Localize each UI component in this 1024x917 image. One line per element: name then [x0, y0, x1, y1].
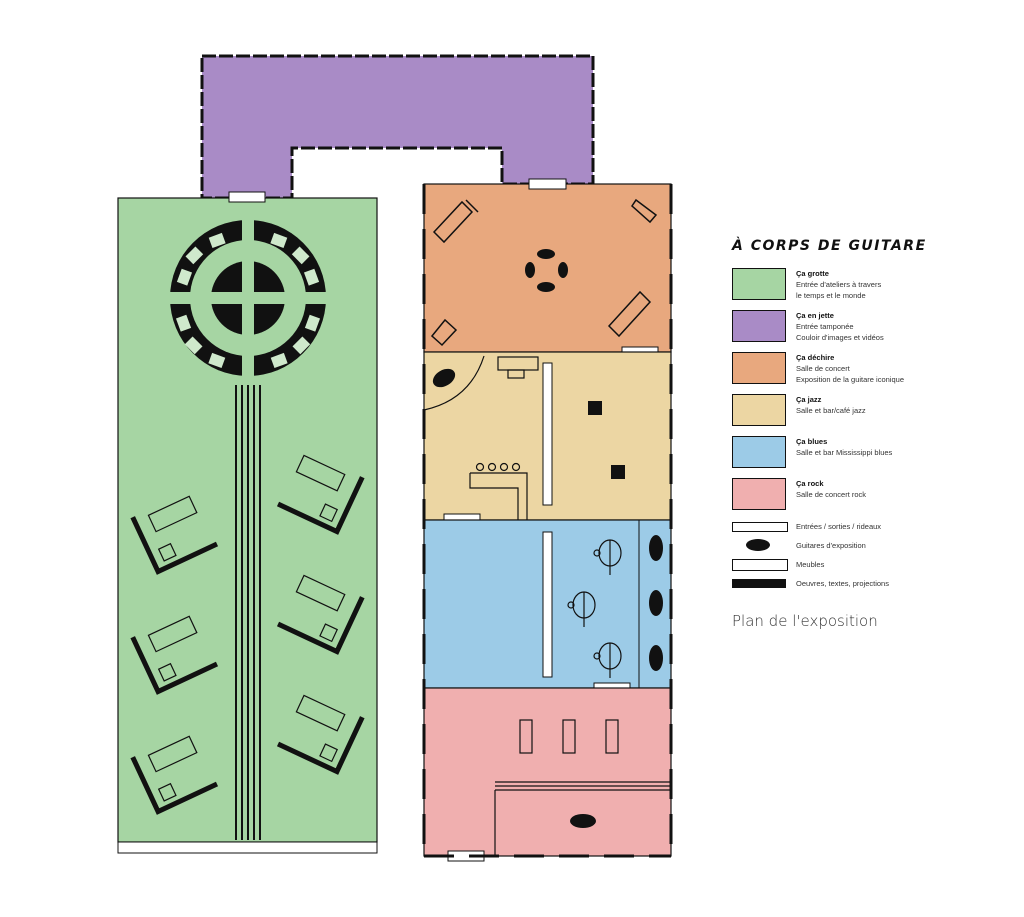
blues-partition — [542, 531, 553, 678]
zone-ca-rock — [423, 687, 672, 857]
legend-zone-desc: Entrée tamponée — [796, 322, 854, 331]
jazz-stage-arc — [423, 355, 485, 411]
jazz-guitar — [432, 368, 456, 388]
orange-seating — [430, 198, 658, 347]
legend: À CORPS DE GUITARE — [732, 238, 1012, 268]
blues-guitars — [649, 535, 663, 671]
legend-symbol-label: Oeuvres, textes, projections — [796, 579, 889, 588]
legend-zone-name: Ça en jette — [796, 311, 834, 320]
green-exit-door — [117, 841, 378, 854]
blues-bar-tables — [567, 539, 622, 678]
legend-symbol-item: Meubles — [732, 558, 1012, 572]
legend-zone-desc: Exposition de la guitare iconique — [796, 375, 904, 384]
legend-zone-desc: Salle de concert — [796, 364, 850, 373]
legend-zone-name: Ça jazz — [796, 395, 822, 404]
legend-title: À CORPS DE GUITARE — [732, 238, 927, 254]
legend-zone-desc: le temps et le monde — [796, 291, 866, 300]
walls — [422, 184, 673, 858]
orange-entrance-door — [528, 178, 567, 190]
legend-symbol-item: Entrées / sorties / rideaux — [732, 520, 1012, 534]
workshop-desks — [130, 454, 365, 815]
jazz-artwork — [588, 401, 602, 415]
rock-guitar — [570, 814, 596, 828]
legend-swatch — [732, 436, 786, 468]
iconic-guitar-display — [525, 249, 568, 292]
rock-furniture — [494, 719, 671, 856]
black-bar-icon — [732, 579, 786, 588]
zone-ca-dechire — [423, 183, 672, 353]
legend-zone-desc: Salle de concert rock — [796, 490, 867, 499]
legend-swatch — [732, 478, 786, 510]
jazz-bar — [469, 356, 539, 520]
black-oval-icon — [746, 539, 770, 551]
jazz-partition — [542, 362, 553, 506]
legend-zone-name: Ça rock — [796, 479, 824, 488]
white-bar-icon — [732, 522, 788, 532]
legend-zone-name: Ça déchire — [796, 353, 835, 362]
legend-zone-desc: Salle et bar/café jazz — [796, 406, 866, 415]
circular-installation — [165, 215, 331, 380]
legend-symbol-item: Guitares d'exposition — [732, 539, 1012, 553]
legend-zone-name: Ça grotte — [796, 269, 829, 278]
legend-zone-desc: Entrée d'ateliers à travers — [796, 280, 882, 289]
legend-swatch — [732, 310, 786, 342]
zone-ca-en-jette — [200, 54, 595, 200]
vertical-lines — [235, 385, 261, 840]
legend-swatch — [732, 268, 786, 300]
legend-swatch — [732, 352, 786, 384]
legend-zone-desc: Couloir d'images et vidéos — [796, 333, 884, 342]
white-rect-icon — [732, 559, 788, 571]
legend-zone-desc: Salle et bar Mississippi blues — [796, 448, 893, 457]
legend-symbol-label: Meubles — [796, 560, 825, 569]
legend-symbol-label: Guitares d'exposition — [796, 541, 866, 550]
legend-zone-name: Ça blues — [796, 437, 828, 446]
caption: Plan de l'exposition — [732, 612, 878, 630]
jazz-artwork — [611, 465, 625, 479]
legend-symbol-item: Oeuvres, textes, projections — [732, 577, 1012, 591]
legend-symbol-label: Entrées / sorties / rideaux — [796, 522, 882, 531]
green-entrance-door — [228, 191, 266, 203]
legend-swatch — [732, 394, 786, 426]
